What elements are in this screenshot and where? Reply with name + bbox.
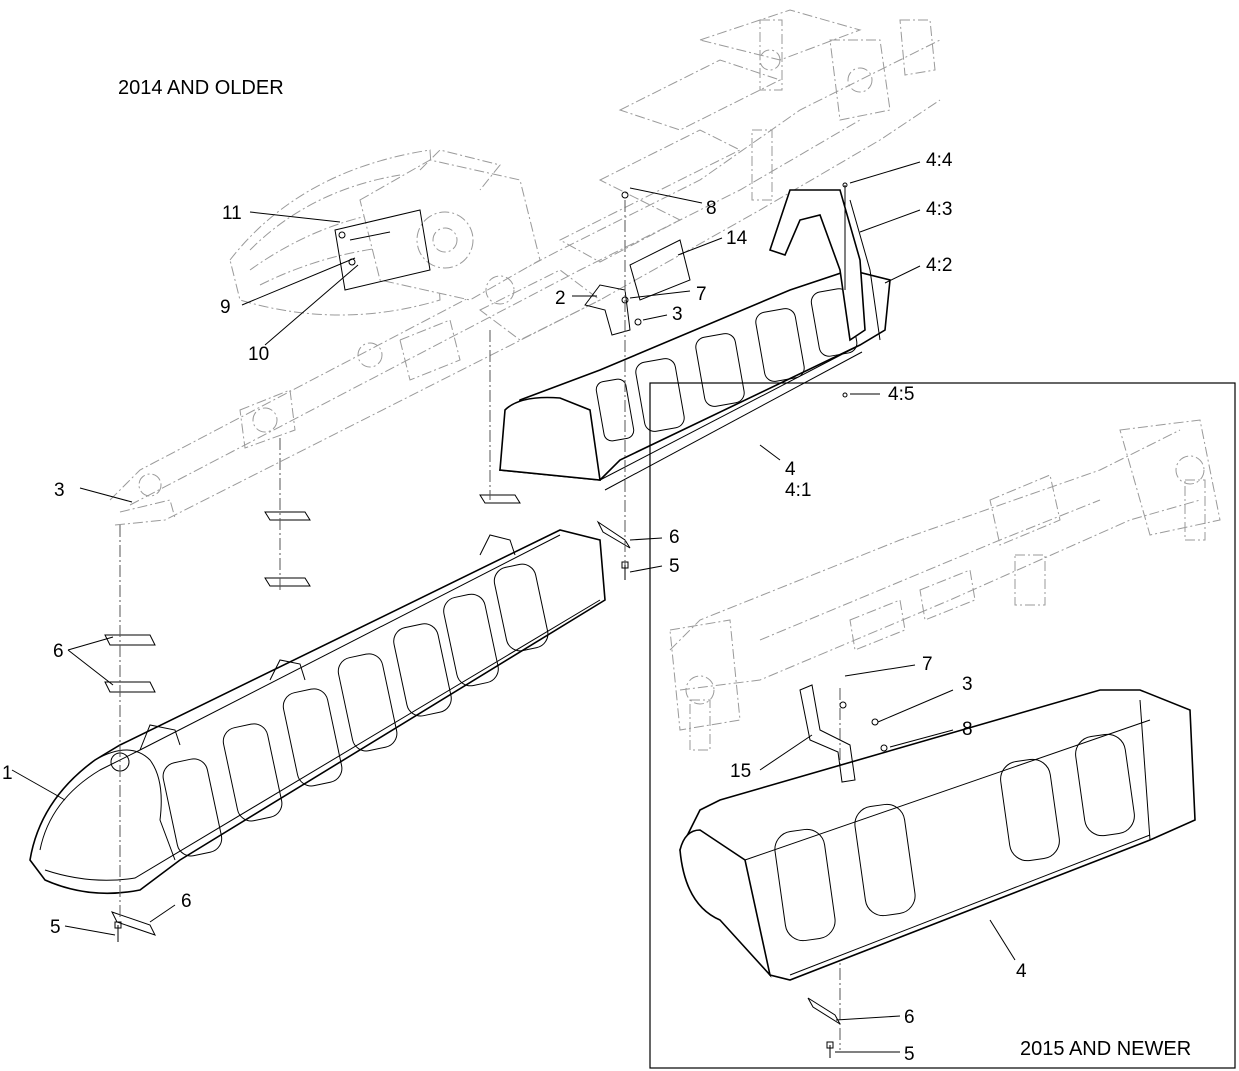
callout-1: 1: [2, 763, 13, 784]
callout-3-left: 3: [54, 480, 65, 501]
guard-assembly-newer: [679, 684, 1196, 1058]
callout-4-5: 4:5: [888, 384, 914, 405]
callout-3-top: 3: [672, 304, 683, 325]
callout-6-bottom: 6: [181, 891, 192, 912]
callout-4-top: 4: [785, 459, 796, 480]
callout-4-3: 4:3: [926, 199, 952, 220]
callout-4-1: 4:1: [785, 480, 811, 501]
callout-10: 10: [248, 344, 269, 365]
callout-14: 14: [726, 228, 748, 249]
header-older: 2014 AND OLDER: [118, 77, 284, 99]
newer-inset-frame: [649, 382, 1236, 1069]
callout-11: 11: [222, 203, 242, 224]
callout-4-4: 4:4: [926, 150, 953, 171]
callout-8-top: 8: [706, 198, 717, 219]
callout-4-new: 4: [1016, 961, 1027, 982]
callout-5-new: 5: [904, 1044, 915, 1065]
callout-5-bottom: 5: [50, 917, 61, 938]
guard-assembly-older: [498, 182, 891, 491]
straps-older: [104, 494, 631, 942]
callout-7-new: 7: [922, 654, 933, 675]
frame-assembly-newer: [669, 419, 1221, 751]
callout-3-new: 3: [962, 674, 973, 695]
shield-item-1: [29, 529, 606, 895]
callout-2: 2: [555, 288, 566, 309]
frame-assembly-older: [109, 9, 941, 526]
callout-6-left: 6: [53, 641, 64, 662]
callout-8-new: 8: [962, 719, 973, 740]
callout-4-2: 4:2: [926, 255, 952, 276]
header-newer: 2015 AND NEWER: [1020, 1038, 1191, 1060]
leader-lines: [11, 161, 1016, 1053]
callout-15: 15: [730, 761, 751, 782]
callout-5-mid: 5: [669, 556, 680, 577]
callout-7-top: 7: [696, 284, 707, 305]
callout-9: 9: [220, 297, 231, 318]
callout-6-new: 6: [904, 1007, 915, 1028]
callout-6-mid: 6: [669, 527, 680, 548]
